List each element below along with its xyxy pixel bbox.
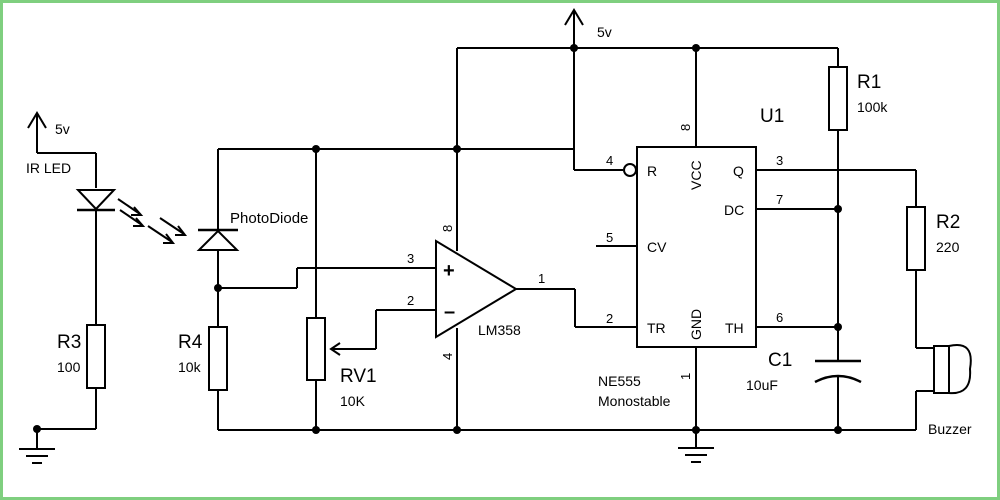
r1-resistor bbox=[828, 66, 848, 131]
photodiode-symbol bbox=[147, 217, 240, 251]
ic-name: NE555 bbox=[598, 373, 641, 389]
supply-arrow-left bbox=[27, 111, 47, 153]
pin-number-3: 3 bbox=[776, 153, 783, 168]
sensor-branch: PhotoDiode R4 10k RV1 10K bbox=[147, 145, 574, 430]
c1-value: 10uF bbox=[746, 377, 778, 393]
buzzer-label: Buzzer bbox=[928, 421, 972, 437]
opamp-plus: + bbox=[443, 260, 455, 282]
r1-name: R1 bbox=[857, 72, 881, 93]
r4-resistor bbox=[208, 326, 228, 391]
ir-led-label: IR LED bbox=[26, 160, 71, 176]
opamp-lm358: + – 3 2 1 8 4 LM358 bbox=[407, 48, 637, 430]
opamp-name: LM358 bbox=[478, 322, 521, 338]
r2-value: 220 bbox=[936, 239, 960, 255]
pin-label-gnd: GND bbox=[688, 309, 704, 340]
pin-label-dc: DC bbox=[724, 202, 744, 218]
ir-led-symbol bbox=[75, 189, 146, 227]
r3-value: 100 bbox=[57, 359, 81, 375]
opamp-minus: – bbox=[444, 301, 455, 323]
pin-number-7: 7 bbox=[776, 192, 783, 207]
output-branch: R2 220 Buzzer bbox=[906, 170, 972, 437]
pin-label-tr: TR bbox=[647, 320, 666, 336]
pin-number-8: 8 bbox=[678, 124, 693, 131]
ir-led-branch: 5v IR LED R3 100 bbox=[19, 111, 146, 464]
opamp-pin-2: 2 bbox=[407, 293, 414, 308]
pin-number-1: 1 bbox=[678, 373, 693, 380]
opamp-pin-3: 3 bbox=[407, 251, 414, 266]
supply-label-top: 5v bbox=[597, 24, 612, 40]
rv1-potentiometer bbox=[306, 317, 326, 381]
pin-number-2: 2 bbox=[606, 311, 613, 326]
r4-value: 10k bbox=[178, 359, 202, 375]
r4-name: R4 bbox=[178, 332, 203, 353]
c1-name: C1 bbox=[768, 350, 792, 371]
pin-label-q: Q bbox=[733, 163, 744, 179]
supply-label-left: 5v bbox=[55, 121, 70, 137]
rv1-name: RV1 bbox=[340, 366, 377, 387]
ground-symbol-center bbox=[678, 447, 714, 463]
timing-network: R1 100k C1 10uF bbox=[746, 48, 888, 430]
reset-inverter-bubble bbox=[623, 163, 637, 177]
pin-label-th: TH bbox=[725, 320, 744, 336]
r1-value: 100k bbox=[857, 99, 888, 115]
ic-mode: Monostable bbox=[598, 393, 671, 409]
ground-symbol-left bbox=[19, 429, 55, 464]
r3-resistor bbox=[86, 324, 106, 389]
pin-label-cv: CV bbox=[647, 239, 667, 255]
buzzer-symbol bbox=[933, 344, 972, 395]
opamp-pin-8: 8 bbox=[440, 225, 455, 232]
pin-number-5: 5 bbox=[606, 230, 613, 245]
opamp-pin-4: 4 bbox=[440, 353, 455, 360]
r2-name: R2 bbox=[936, 212, 960, 233]
supply-arrow-top bbox=[564, 8, 584, 48]
pin-number-4: 4 bbox=[606, 153, 613, 168]
pin-label-r: R bbox=[647, 163, 657, 179]
r3-name: R3 bbox=[57, 332, 81, 353]
u1-label: U1 bbox=[760, 106, 784, 127]
opamp-triangle bbox=[435, 239, 518, 339]
ne555-ic: R CV TR Q DC TH VCC GND 4 5 2 3 7 6 8 1 … bbox=[596, 48, 916, 447]
photodiode-label: PhotoDiode bbox=[230, 210, 308, 227]
r2-resistor bbox=[906, 206, 926, 271]
pin-label-vcc: VCC bbox=[688, 160, 704, 190]
ne555-body bbox=[636, 146, 757, 348]
ground-rail bbox=[218, 426, 916, 463]
pin-number-6: 6 bbox=[776, 310, 783, 325]
opamp-pin-1: 1 bbox=[538, 271, 545, 286]
rv1-value: 10K bbox=[340, 393, 366, 409]
